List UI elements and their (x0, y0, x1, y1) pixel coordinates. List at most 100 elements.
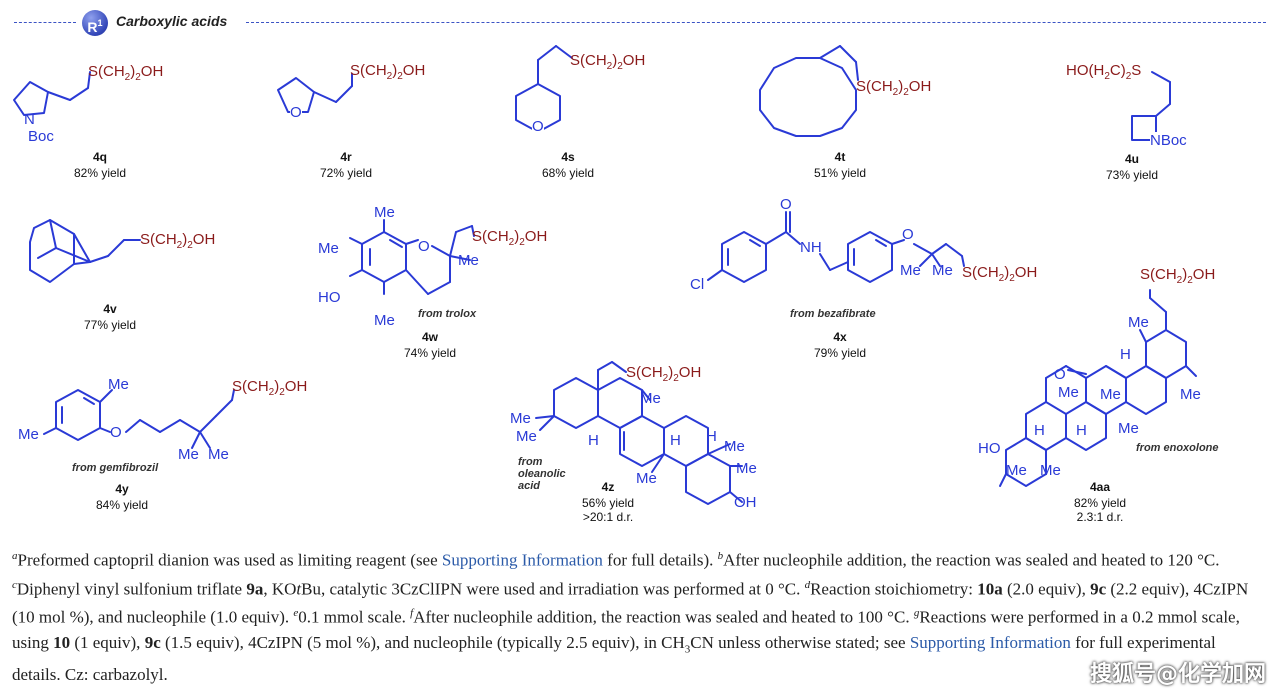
structure-4aa (999, 289, 1197, 487)
chain-4y: S(CH2)2OH (232, 378, 308, 398)
supporting-info-link[interactable]: Supporting Information (441, 550, 603, 570)
yield-4u: 73% yield (1105, 168, 1159, 182)
atom-ho: HO (318, 289, 341, 306)
yield-4t: 51% yield (813, 166, 867, 180)
atom-h: H (1034, 422, 1045, 439)
chain-4aa: S(CH2)2OH (1140, 266, 1216, 286)
atom-o: O (110, 424, 122, 441)
atom-o: O (290, 104, 302, 121)
yield-4w: 74% yield (403, 346, 457, 360)
atom-me: Me (900, 262, 921, 279)
atom-me: Me (640, 390, 661, 407)
atom-me: Me (1118, 420, 1139, 437)
dr-4aa: 2.3:1 d.r. (1076, 510, 1124, 524)
atom-me: Me (318, 240, 339, 257)
atom-me: Me (510, 410, 531, 427)
atom-o: O (532, 118, 544, 135)
structure-4w (349, 219, 475, 295)
watermark: 搜狐号@化学加网 (1089, 662, 1266, 687)
label-4z: 4z (601, 480, 615, 494)
atom-me: Me (516, 428, 537, 445)
atom-me: Me (736, 460, 757, 477)
structure-4q (13, 71, 91, 116)
atom-nboc: NBoc (1150, 132, 1187, 149)
atom-h: H (588, 432, 599, 449)
label-4v: 4v (103, 302, 117, 316)
yield-4x: 79% yield (813, 346, 867, 360)
label-4u: 4u (1124, 152, 1139, 166)
chain-4s: S(CH2)2OH (570, 52, 646, 72)
atom-me: Me (932, 262, 953, 279)
chain-4q: S(CH2)2OH (88, 63, 164, 83)
structure-4x (707, 211, 965, 283)
atom-me: Me (1180, 386, 1201, 403)
structure-4r (277, 73, 353, 113)
yield-4aa: 82% yield (1073, 496, 1127, 510)
atom-me: Me (458, 252, 479, 269)
label-4s: 4s (561, 150, 575, 164)
yield-4q: 82% yield (73, 166, 127, 180)
atom-h: H (1120, 346, 1131, 363)
atom-cl: Cl (690, 276, 705, 293)
atom-boc: Boc (28, 128, 54, 145)
structure-4t (759, 45, 859, 137)
label-4w: 4w (421, 330, 438, 344)
chain-4r: S(CH2)2OH (350, 62, 426, 82)
structure-4u (1131, 71, 1171, 141)
atom-oh: OH (734, 494, 757, 511)
header-dash-left (14, 22, 76, 23)
atom-o: O (418, 238, 430, 255)
atom-n: N (24, 111, 35, 128)
structure-4z (535, 361, 743, 505)
atom-me: Me (374, 204, 395, 221)
structure-4y (43, 389, 235, 449)
atom-me: Me (108, 376, 129, 393)
atom-me: Me (1058, 384, 1079, 401)
chain-4v: S(CH2)2OH (140, 231, 216, 251)
atom-me: Me (374, 312, 395, 329)
atom-me: Me (1040, 462, 1061, 479)
source-4z: from oleanolic acid (518, 456, 566, 492)
label-4t: 4t (834, 150, 846, 164)
label-4y: 4y (115, 482, 129, 496)
yield-4s: 68% yield (541, 166, 595, 180)
atom-o: O (902, 226, 914, 243)
yield-4v: 77% yield (83, 318, 137, 332)
chain-4t: S(CH2)2OH (856, 78, 932, 98)
label-4aa: 4aa (1089, 480, 1111, 494)
atom-nh: NH (800, 239, 822, 256)
atom-me: Me (208, 446, 229, 463)
atom-o: O (780, 196, 792, 213)
atom-me: Me (18, 426, 39, 443)
label-4x: 4x (833, 330, 847, 344)
source-4aa: from enoxolone (1136, 442, 1219, 454)
source-4w: from trolox (418, 308, 477, 320)
chain-4x: S(CH2)2OH (962, 264, 1038, 284)
chain-4u: HO(H2C)2S (1066, 62, 1142, 82)
dr-4z: >20:1 d.r. (582, 510, 634, 524)
structure-4v (29, 219, 141, 283)
label-4q: 4q (92, 150, 107, 164)
chain-4w: S(CH2)2OH (472, 228, 548, 248)
atom-o: O (1054, 366, 1066, 383)
section-title: Carboxylic acids (116, 13, 228, 29)
atom-me: Me (1128, 314, 1149, 331)
source-4y: from gemfibrozil (72, 462, 159, 474)
atom-h: H (1076, 422, 1087, 439)
atom-h: H (670, 432, 681, 449)
header-dash-right (246, 22, 1266, 23)
yield-4r: 72% yield (319, 166, 373, 180)
supporting-info-link[interactable]: Supporting Information (909, 632, 1071, 652)
yield-4y: 84% yield (95, 498, 149, 512)
footnotes: aPreformed captopril dianion was used as… (12, 550, 1249, 685)
atom-ho: HO (978, 440, 1001, 457)
r1-badge: R1 (82, 10, 108, 36)
atom-h: H (706, 428, 717, 445)
chain-4z: S(CH2)2OH (626, 364, 702, 384)
atom-me: Me (724, 438, 745, 455)
source-4x: from bezafibrate (790, 308, 876, 320)
atom-me: Me (1100, 386, 1121, 403)
yield-4z: 56% yield (581, 496, 635, 510)
atom-me: Me (636, 470, 657, 487)
atom-me: Me (1006, 462, 1027, 479)
